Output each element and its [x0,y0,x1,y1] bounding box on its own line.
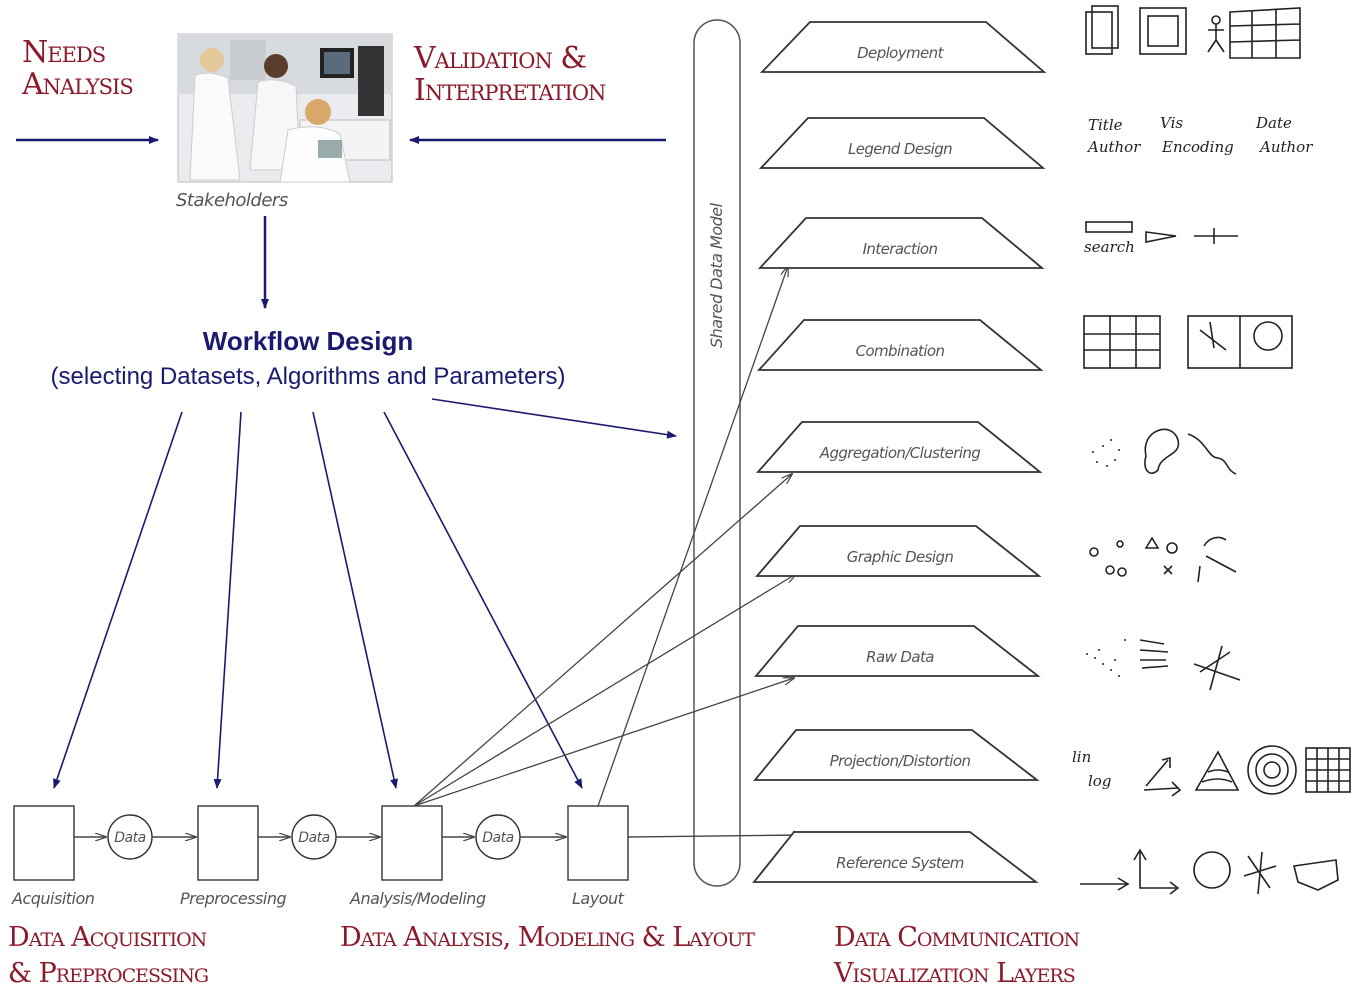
pipeline [13,805,629,881]
workflow-to-model-arrow [431,398,677,439]
svg-text:Data: Data [114,830,145,846]
layer-trapezoid [753,729,1040,781]
communication-section-title: Data Communication Visualization Layers [833,922,1081,988]
needs-analysis-title: Needs Analysis [21,35,134,102]
layer-aggregation-clustering: Aggregation/Clustering [756,421,1043,473]
svg-text:Visualization Layers: Visualization Layers [833,958,1075,988]
layer-label: Legend Design [848,140,952,158]
pipeline-step-labels: Acquisition Preprocessing Analysis/Model… [11,889,625,908]
acquisition-section-title: Data Acquisition & Preprocessing [8,922,209,988]
layer-trapezoid [757,217,1045,269]
layer-label: Aggregation/Clustering [819,444,981,462]
layer-label: Reference System [836,854,964,872]
search-sketch-label: search [1084,238,1135,256]
svg-text:Encoding: Encoding [1161,138,1234,156]
svg-text:Analysis: Analysis [21,67,133,102]
svg-text:Data Acquisition: Data Acquisition [8,922,207,953]
svg-text:Needs: Needs [22,35,105,70]
workflow-subtitle: (selecting Datasets, Algorithms and Para… [51,363,566,390]
step-analysis: Analysis/Modeling [349,889,486,908]
layout-to-reference-arrow [627,835,804,837]
layer-label: Raw Data [866,648,934,666]
analysis-box [381,805,443,881]
workflow-to-preprocessing-arrow [213,411,242,789]
layer-raw-data: Raw Data [754,625,1041,677]
layout-box [567,805,629,881]
workflow-to-layout-arrow [383,411,583,789]
stakeholders-photo [177,33,393,183]
analysis-to-layer-arrows [413,266,796,807]
layer-legend-design: Legend Design [758,117,1046,169]
svg-text:Vis: Vis [1160,114,1183,132]
svg-text:Date: Date [1255,114,1292,132]
preprocessing-box [197,805,259,881]
layer-trapezoid [756,319,1044,371]
sketch-icons [1080,5,1351,895]
svg-text:Data Communication: Data Communication [834,922,1080,953]
workflow-to-acquisition-arrow [53,411,183,789]
projection-sketch-icon [1143,745,1351,797]
layer-label: Graphic Design [847,548,954,566]
layer-label: Interaction [863,240,938,258]
step-layout: Layout [572,889,625,908]
deployment-sketch-icon [1085,5,1301,59]
step-preprocessing: Preprocessing [180,889,286,908]
layer-trapezoid [758,117,1046,169]
svg-text:Data: Data [482,830,513,846]
svg-text:lin: lin [1072,748,1091,766]
shared-data-model-bar [693,19,741,887]
reference-system-sketch-icon [1080,848,1339,895]
layer-trapezoid [754,625,1041,677]
legend-sketch-labels: Title Author Vis Encoding Date Author [1086,114,1313,156]
layer-deployment: Deployment [759,21,1047,73]
layer-interaction: Interaction [757,217,1045,269]
layer-trapezoid [756,421,1043,473]
svg-text:& Preprocessing: & Preprocessing [8,958,208,988]
layer-label: Combination [856,342,945,360]
svg-text:Title: Title [1088,116,1123,134]
layer-reference-system: Reference System [752,831,1039,883]
svg-text:Data: Data [298,830,329,846]
layer-trapezoid [752,831,1039,883]
svg-text:Author: Author [1258,138,1313,156]
layer-label: Deployment [857,44,944,62]
projection-sketch-labels: lin log [1072,748,1111,790]
stakeholders-caption: Stakeholders [176,190,288,211]
interaction-sketch-icon [1085,221,1238,244]
combination-sketch-icon [1083,315,1293,369]
graphic-design-sketch-icon [1089,536,1237,583]
raw-data-sketch-icon [1086,639,1241,691]
svg-text:Validation &: Validation & [413,41,586,76]
aggregation-sketch-icon [1092,428,1237,475]
layer-combination: Combination [756,319,1044,371]
layer-trapezoid [755,525,1042,577]
svg-text:Interpretation: Interpretation [414,73,606,108]
pipeline-arrows [74,835,804,837]
workflow-to-analysis-arrow [312,411,398,789]
validation-title: Validation & Interpretation [413,41,607,108]
analysis-section-title: Data Analysis, Modeling & Layout [340,922,755,953]
layer-label: Projection/Distortion [830,752,971,770]
workflow-title: Workflow Design [203,326,413,356]
workflow-arrows [53,398,677,789]
layer-trapezoid [759,21,1047,73]
data-circle-labels: Data Data Data [114,830,514,846]
layer-graphic-design: Graphic Design [755,525,1042,577]
step-acquisition: Acquisition [11,889,95,908]
acquisition-box [13,805,75,881]
svg-text:Author: Author [1086,138,1141,156]
shared-data-model-label: Shared Data Model [707,202,726,348]
layer-projection-distortion: Projection/Distortion [753,729,1040,781]
svg-text:log: log [1088,772,1111,790]
